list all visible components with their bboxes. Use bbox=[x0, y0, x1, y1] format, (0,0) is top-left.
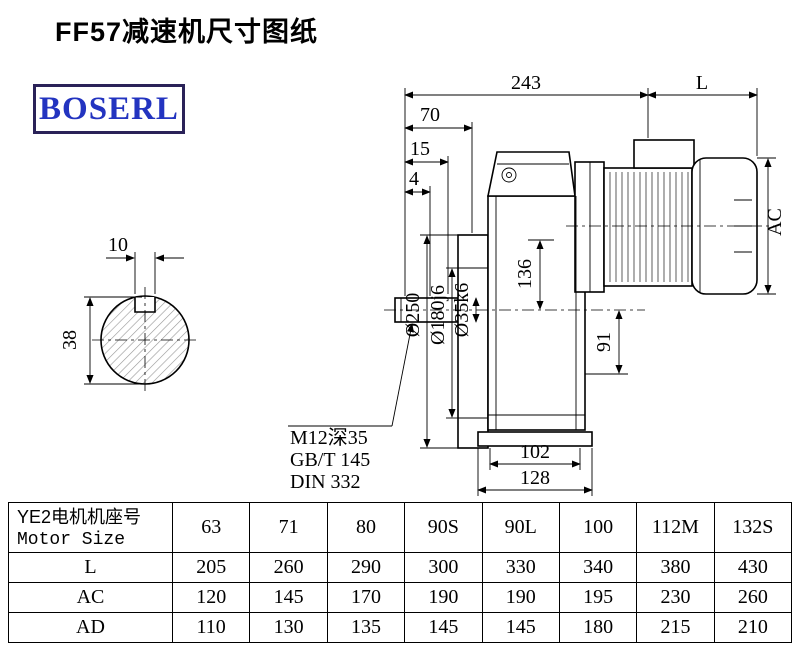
dim-AC-label: AC bbox=[764, 208, 786, 236]
motor-adapter-flange bbox=[574, 161, 605, 293]
frame-col-71: 71 bbox=[249, 502, 328, 553]
note-m12-label: M12深35 bbox=[290, 426, 368, 449]
cell-AC-100: 195 bbox=[558, 582, 638, 613]
cell-AC-112M: 230 bbox=[636, 582, 715, 613]
note-din-label: DIN 332 bbox=[290, 471, 361, 493]
motor-body bbox=[603, 167, 693, 287]
tapped-hole-note: M12深35 GB/T 145 DIN 332 bbox=[288, 323, 414, 493]
frame-col-90L: 90L bbox=[481, 502, 560, 553]
dim-91-label: 91 bbox=[593, 332, 615, 352]
mounting-feet bbox=[477, 431, 593, 447]
row-AC-label: AC bbox=[8, 582, 173, 613]
cell-AD-80: 135 bbox=[326, 612, 406, 643]
terminal-box bbox=[633, 139, 695, 169]
dim-L-label: L bbox=[696, 72, 708, 94]
motor bbox=[603, 139, 758, 295]
table-header-row: YE2电机机座号 Motor Size 63 71 80 90S 90L 100… bbox=[8, 502, 793, 553]
brand-logo: BOSERL bbox=[33, 84, 185, 134]
dim-38-label: 38 bbox=[59, 330, 81, 350]
dim-15-label: 15 bbox=[410, 138, 430, 160]
frame-col-100: 100 bbox=[558, 502, 638, 553]
dim-70-label: 70 bbox=[420, 104, 440, 126]
cell-AC-90L: 190 bbox=[481, 582, 560, 613]
cell-AD-71: 130 bbox=[249, 612, 328, 643]
row-AD-label: AD bbox=[8, 612, 173, 643]
note-gbt-label: GB/T 145 bbox=[290, 449, 370, 471]
page-title: FF57减速机尺寸图纸 bbox=[55, 17, 319, 47]
frame-col-90S: 90S bbox=[404, 502, 483, 553]
gear-housing bbox=[487, 195, 586, 431]
motor-size-table: YE2电机机座号 Motor Size 63 71 80 90S 90L 100… bbox=[8, 502, 793, 643]
cell-L-132S: 430 bbox=[713, 552, 793, 583]
cell-L-90L: 330 bbox=[481, 552, 560, 583]
cell-AC-90S: 190 bbox=[404, 582, 483, 613]
cell-L-63: 205 bbox=[171, 552, 251, 583]
dim-136-group: 136 bbox=[514, 239, 554, 310]
row-L-label: L bbox=[8, 552, 173, 583]
dim-L-group: L bbox=[647, 72, 758, 99]
dim-136-label: 136 bbox=[514, 259, 536, 289]
cell-AD-132S: 210 bbox=[713, 612, 793, 643]
frame-col-63: 63 bbox=[171, 502, 251, 553]
gearbox-side-view bbox=[394, 151, 605, 449]
dim-shaft-height-group: 38 bbox=[59, 296, 150, 385]
cell-AD-90S: 145 bbox=[404, 612, 483, 643]
dim-AC-group: AC bbox=[757, 157, 786, 295]
dim-35-label: Ø35k6 bbox=[451, 283, 473, 337]
dim-10-label: 10 bbox=[108, 234, 128, 256]
dim-102-group: 102 bbox=[489, 441, 581, 470]
housing-top-cap bbox=[487, 151, 576, 197]
cell-L-71: 260 bbox=[249, 552, 328, 583]
dim-15-group: 15 bbox=[404, 138, 449, 294]
dim-70-group: 70 bbox=[404, 104, 473, 233]
dim-180-label: Ø180j6 bbox=[427, 285, 449, 345]
cell-AD-63: 110 bbox=[171, 612, 251, 643]
cell-L-90S: 300 bbox=[404, 552, 483, 583]
motor-size-header-cell: YE2电机机座号 Motor Size bbox=[8, 502, 173, 553]
dim-shaft-diameter-group: Ø35k6 bbox=[451, 283, 480, 337]
dim-128-group: 128 bbox=[477, 448, 593, 496]
dim-91-group: 91 bbox=[585, 310, 628, 375]
frame-col-132S: 132S bbox=[713, 502, 793, 553]
dim-4-group: 4 bbox=[404, 168, 431, 296]
cell-L-80: 290 bbox=[326, 552, 406, 583]
table-row-L: L 205 260 290 300 330 340 380 430 bbox=[8, 552, 793, 583]
dim-keyway-width-group: 10 bbox=[106, 234, 184, 294]
dim-spigot-diameter-group: Ø180j6 bbox=[427, 267, 458, 419]
table-row-AC: AC 120 145 170 190 190 195 230 260 bbox=[8, 582, 793, 613]
dim-4-label: 4 bbox=[409, 168, 419, 190]
frame-col-80: 80 bbox=[326, 502, 406, 553]
frame-col-112M: 112M bbox=[636, 502, 715, 553]
motor-fins bbox=[609, 172, 689, 282]
motor-frame-label-cn: YE2电机机座号 bbox=[17, 506, 142, 527]
cell-L-100: 340 bbox=[558, 552, 638, 583]
technical-drawing: 10 38 bbox=[59, 72, 786, 496]
table-row-AD: AD 110 130 135 145 145 180 215 210 bbox=[8, 612, 793, 643]
shaft-end-view bbox=[92, 287, 198, 393]
cell-L-112M: 380 bbox=[636, 552, 715, 583]
dim-102-label: 102 bbox=[520, 441, 550, 463]
cell-AC-80: 170 bbox=[326, 582, 406, 613]
cell-AD-90L: 145 bbox=[481, 612, 560, 643]
centerlines bbox=[384, 225, 774, 311]
output-flange bbox=[457, 234, 489, 449]
cell-AC-71: 145 bbox=[249, 582, 328, 613]
eyebolt-icon bbox=[501, 167, 517, 183]
motor-frame-label-en: Motor Size bbox=[17, 529, 126, 550]
cell-AD-112M: 215 bbox=[636, 612, 715, 643]
cell-AD-100: 180 bbox=[558, 612, 638, 643]
dim-250-label: Ø250 bbox=[402, 293, 424, 337]
dim-128-label: 128 bbox=[520, 467, 550, 489]
cell-AC-132S: 260 bbox=[713, 582, 793, 613]
dim-243-label: 243 bbox=[511, 72, 541, 94]
cell-AC-63: 120 bbox=[171, 582, 251, 613]
